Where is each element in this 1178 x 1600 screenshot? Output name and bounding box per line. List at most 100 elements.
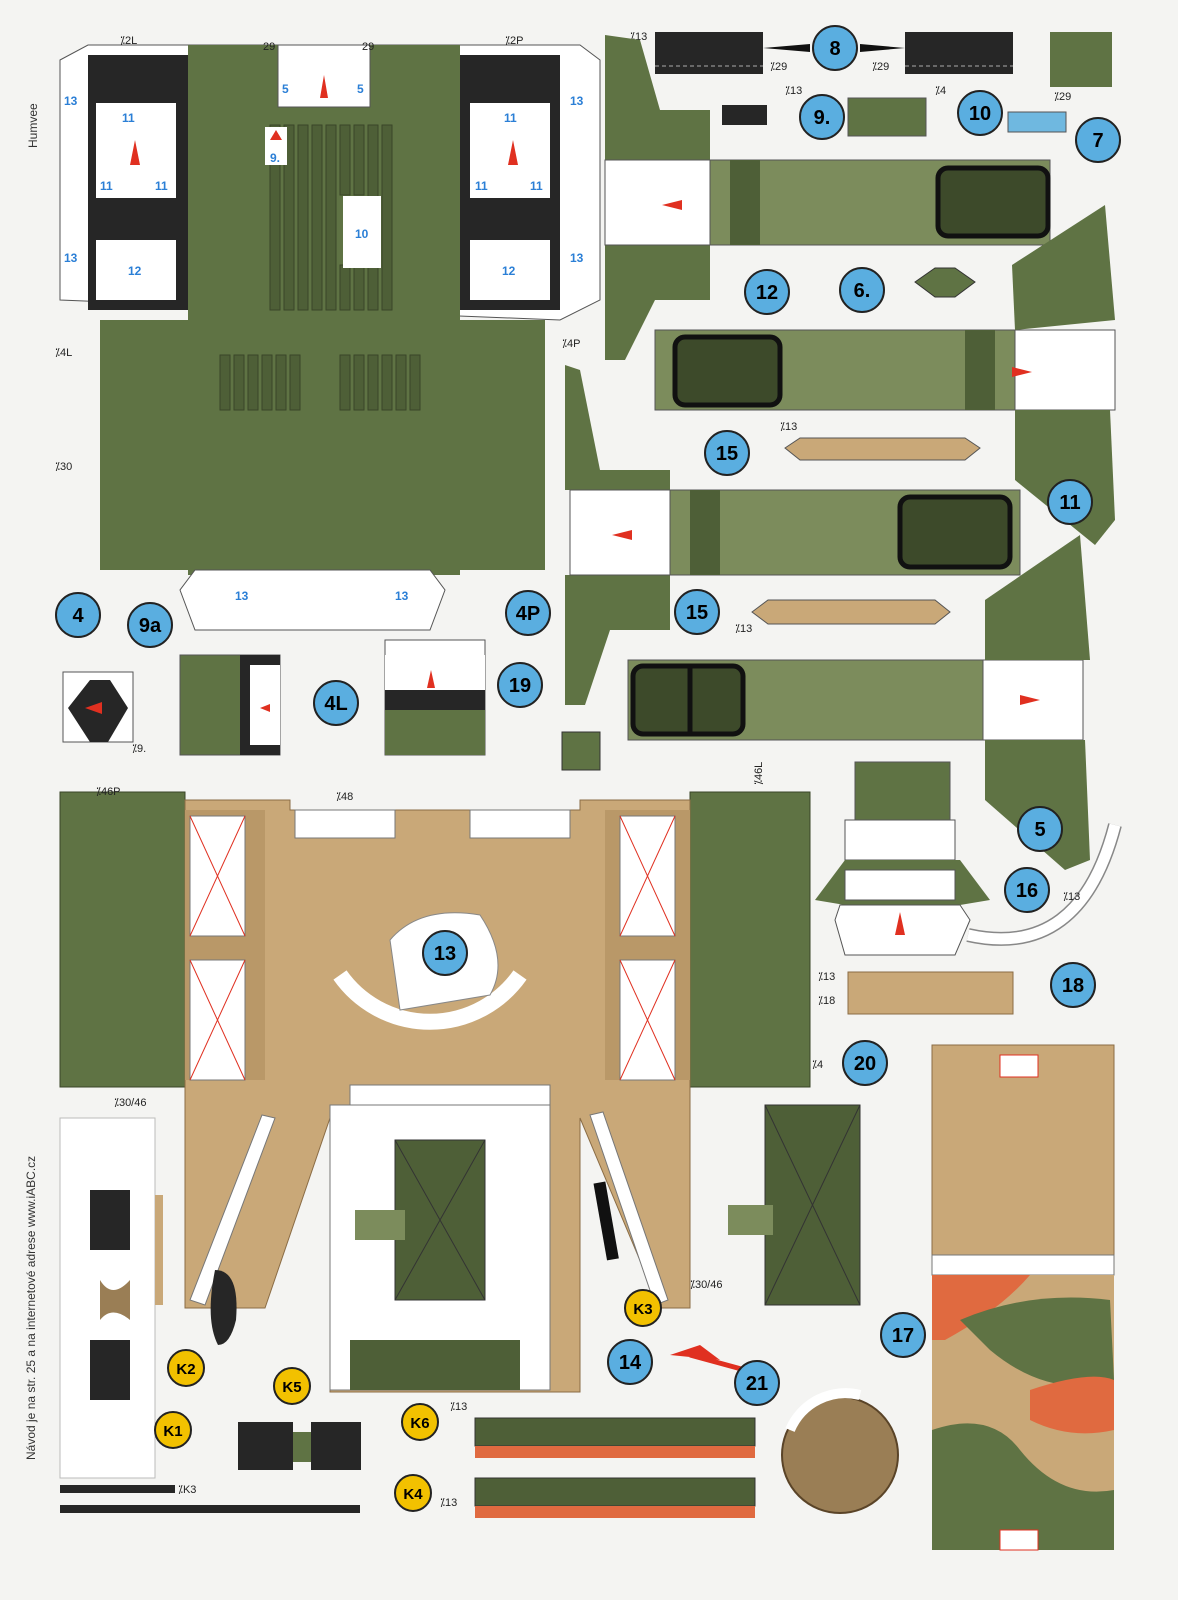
svg-text:15: 15: [686, 602, 708, 624]
svg-text:5: 5: [1034, 819, 1045, 841]
svg-text:9.: 9.: [814, 107, 831, 129]
svg-text:13: 13: [570, 94, 584, 108]
svg-text:29: 29: [263, 41, 275, 53]
glue-mark-13b: ⁒13: [785, 85, 802, 97]
svg-text:K3: K3: [633, 1301, 652, 1318]
callout-18: 18: [1050, 962, 1096, 1008]
callout-9a: 9a: [127, 602, 173, 648]
glue-mark-4l: ⁒4L: [55, 347, 72, 359]
callout-15a: 15: [704, 430, 750, 476]
callout-13: 13: [422, 930, 468, 976]
svg-text:13: 13: [434, 943, 456, 965]
svg-text:14: 14: [619, 1352, 642, 1374]
glue-mark-4a: ⁒4: [935, 85, 946, 97]
callout-16: 16: [1004, 867, 1050, 913]
svg-text:7: 7: [1092, 130, 1103, 152]
svg-text:12: 12: [756, 282, 778, 304]
glue-mark-46p: ⁒46P: [96, 786, 121, 798]
svg-text:K5: K5: [282, 1379, 301, 1396]
callout-20: 20: [842, 1040, 888, 1086]
k-callouts: K1 K2 K3 K4 K5 K6: [154, 1289, 662, 1512]
svg-text:20: 20: [854, 1053, 876, 1075]
callout-15b: 15: [674, 589, 720, 635]
glue-mark-2l: ⁒2L: [120, 35, 137, 47]
svg-text:K4: K4: [403, 1486, 423, 1503]
svg-text:10: 10: [969, 103, 991, 125]
svg-text:4: 4: [72, 605, 84, 627]
svg-text:19: 19: [509, 675, 531, 697]
doors: ⁒13 ⁒13 ⁒46L ⁒13: [561, 35, 1122, 956]
glue-mark-3046a: ⁒30/46: [114, 1097, 146, 1109]
callout-5: 5: [1017, 806, 1063, 852]
svg-text:12: 12: [128, 264, 142, 278]
glue-mark-46l: ⁒46L: [753, 762, 765, 785]
svg-text:12: 12: [502, 264, 516, 278]
glue-mark-13g: ⁒13: [450, 1401, 467, 1413]
glue-mark-3046b: ⁒30/46: [690, 1279, 722, 1291]
callout-k1: K1: [154, 1411, 192, 1449]
svg-text:8: 8: [829, 38, 840, 60]
callout-14: 14: [607, 1339, 653, 1385]
callout-12: 12: [744, 269, 790, 315]
callout-9: 9.: [799, 94, 845, 140]
glue-mark-29b: ⁒29: [872, 61, 889, 73]
svg-text:5: 5: [357, 82, 364, 96]
glue-mark-13f: ⁒13: [818, 971, 835, 983]
part-body: ⁒46P ⁒48 ⁒4 ⁒30/46 ⁒30/46: [59, 786, 861, 1393]
glue-mark-13h: ⁒13: [440, 1497, 457, 1509]
svg-text:11: 11: [1059, 492, 1080, 514]
callout-19: 19: [497, 662, 543, 708]
callout-k4: K4: [394, 1474, 432, 1512]
callout-k3: K3: [624, 1289, 662, 1327]
svg-text:11: 11: [530, 179, 543, 193]
callout-4l: 4L: [313, 680, 359, 726]
glue-mark-13c: ⁒13: [780, 421, 797, 433]
glue-mark-2p: ⁒2P: [505, 35, 523, 47]
svg-text:K6: K6: [410, 1415, 429, 1432]
svg-text:11: 11: [100, 179, 113, 193]
callout-6: 6.: [839, 267, 885, 313]
svg-text:4L: 4L: [324, 693, 347, 715]
glue-mark-4b: ⁒4: [812, 1059, 823, 1071]
callout-k5: K5: [273, 1367, 311, 1405]
callout-17: 17: [880, 1312, 926, 1358]
svg-text:11: 11: [475, 179, 488, 193]
callout-8: 8: [812, 25, 858, 71]
callout-7: 7: [1075, 117, 1121, 163]
svg-text:13: 13: [64, 251, 78, 265]
svg-text:9a: 9a: [139, 615, 162, 637]
glue-mark-29c: ⁒29: [1054, 91, 1071, 103]
svg-text:11: 11: [122, 111, 135, 125]
svg-text:11: 11: [504, 111, 517, 125]
glue-mark-13d: ⁒13: [735, 623, 752, 635]
callouts: 4 4P 4L 5 6. 7 8 9. 9a 10 11 12 13 14 15…: [55, 25, 1121, 1406]
callout-10: 10: [957, 90, 1003, 136]
svg-text:9.: 9.: [270, 151, 280, 165]
part-9a: ⁒9.: [62, 671, 146, 755]
svg-text:21: 21: [746, 1373, 768, 1395]
glue-mark-18: ⁒18: [818, 995, 835, 1007]
svg-text:4P: 4P: [516, 603, 540, 625]
callout-k6: K6: [401, 1403, 439, 1441]
glue-mark-k3: ⁒K3: [178, 1484, 196, 1496]
svg-text:13: 13: [235, 589, 249, 603]
svg-text:29: 29: [362, 41, 374, 53]
part-4p-4l: ⁒30: [179, 639, 486, 756]
svg-text:K2: K2: [176, 1361, 195, 1378]
callout-4: 4: [55, 592, 101, 638]
svg-text:15: 15: [716, 443, 738, 465]
glue-mark-29a: ⁒29: [770, 61, 787, 73]
svg-text:13: 13: [570, 251, 584, 265]
svg-text:13: 13: [64, 94, 78, 108]
svg-text:16: 16: [1016, 880, 1038, 902]
glue-mark-9: ⁒9.: [132, 743, 146, 755]
callout-21: 21: [734, 1360, 780, 1406]
glue-mark-4p: ⁒4P: [562, 338, 580, 350]
svg-text:18: 18: [1062, 975, 1084, 997]
parts-lower-right: ⁒13 ⁒18 ⁒13 ⁒13: [440, 971, 1115, 1551]
parts-top-right: ⁒13 ⁒29 ⁒29 ⁒29 ⁒13 ⁒4: [630, 31, 1112, 137]
k-parts: ⁒K3: [59, 1117, 361, 1513]
svg-text:10: 10: [355, 227, 369, 241]
